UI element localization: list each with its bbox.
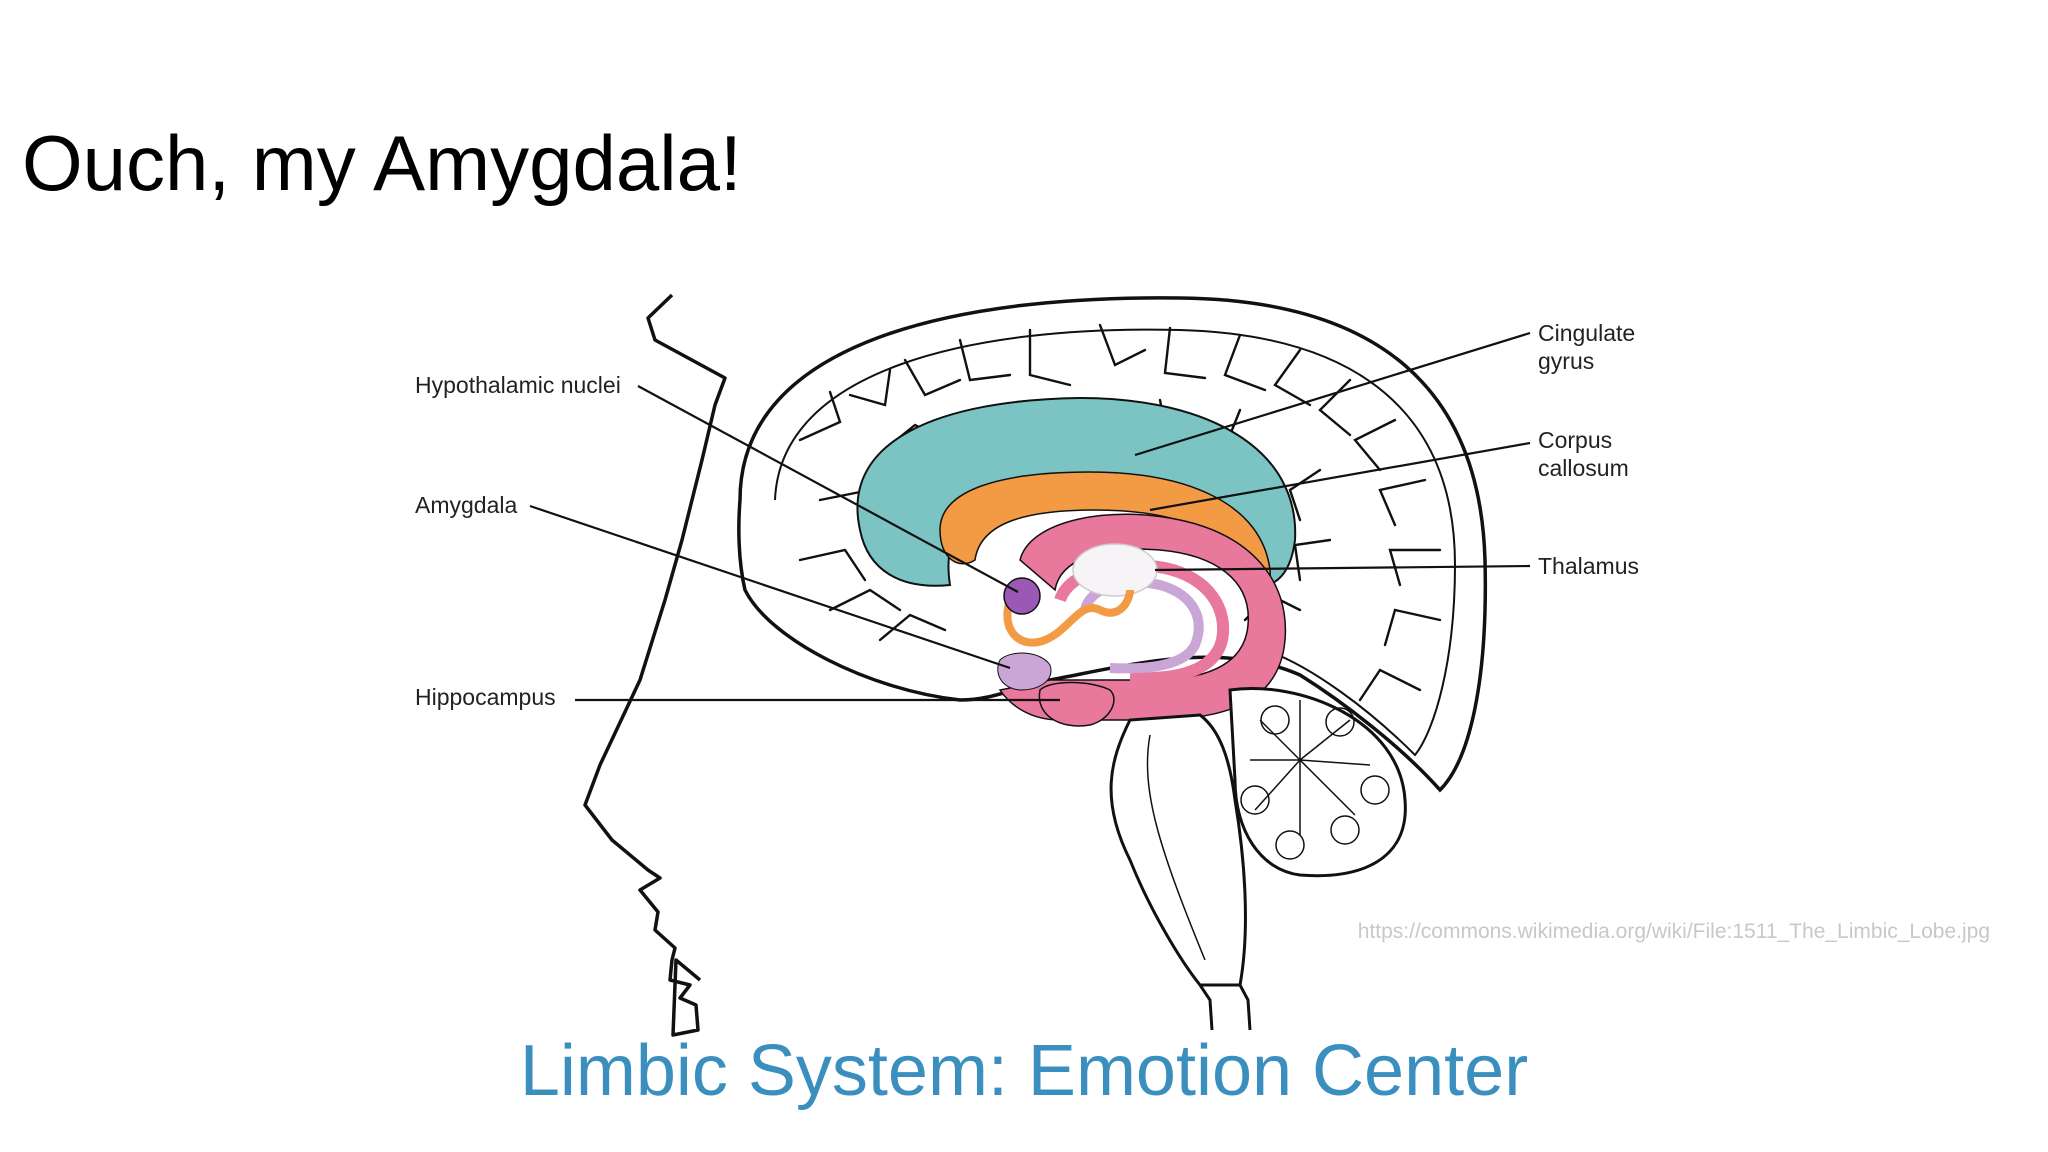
label-hypothalamic-nuclei: Hypothalamic nuclei bbox=[415, 372, 621, 398]
label-thalamus: Thalamus bbox=[1538, 553, 1639, 579]
leader-cingulate-gyrus bbox=[1134, 331, 1531, 457]
leader-thalamus bbox=[1154, 564, 1531, 572]
slide-title: Ouch, my Amygdala! bbox=[22, 119, 742, 207]
leader-lines bbox=[529, 331, 1531, 702]
face-profile bbox=[583, 293, 727, 1037]
label-corpus-callosum-line2: callosum bbox=[1538, 455, 1629, 481]
leader-hypothalamic-nuclei bbox=[637, 385, 1019, 593]
hippocampal-formation bbox=[997, 652, 1052, 691]
spinal-cord bbox=[1198, 984, 1252, 1031]
image-source-credit[interactable]: https://commons.wikimedia.org/wiki/File:… bbox=[1358, 920, 1990, 943]
slide-caption: Limbic System: Emotion Center bbox=[519, 1031, 1529, 1111]
label-amygdala: Amygdala bbox=[415, 492, 517, 518]
cortex-inner-outline bbox=[774, 328, 1457, 757]
brainstem-inner-line bbox=[1146, 734, 1206, 961]
thalamus-region bbox=[1072, 543, 1158, 597]
label-cingulate-gyrus-line1: Cingulate bbox=[1538, 320, 1635, 346]
stria-terminalis bbox=[1003, 589, 1134, 647]
leader-corpus-callosum bbox=[1149, 441, 1531, 512]
label-hippocampus: Hippocampus bbox=[415, 684, 556, 710]
hippocampus-region bbox=[1038, 681, 1115, 727]
amygdala-region bbox=[1003, 577, 1041, 615]
label-corpus-callosum-line1: Corpus bbox=[1538, 427, 1612, 453]
cerebellum bbox=[1228, 687, 1407, 878]
brainstem bbox=[1109, 713, 1247, 987]
label-cingulate-gyrus-line2: gyrus bbox=[1538, 348, 1594, 374]
leader-amygdala bbox=[529, 504, 1011, 670]
